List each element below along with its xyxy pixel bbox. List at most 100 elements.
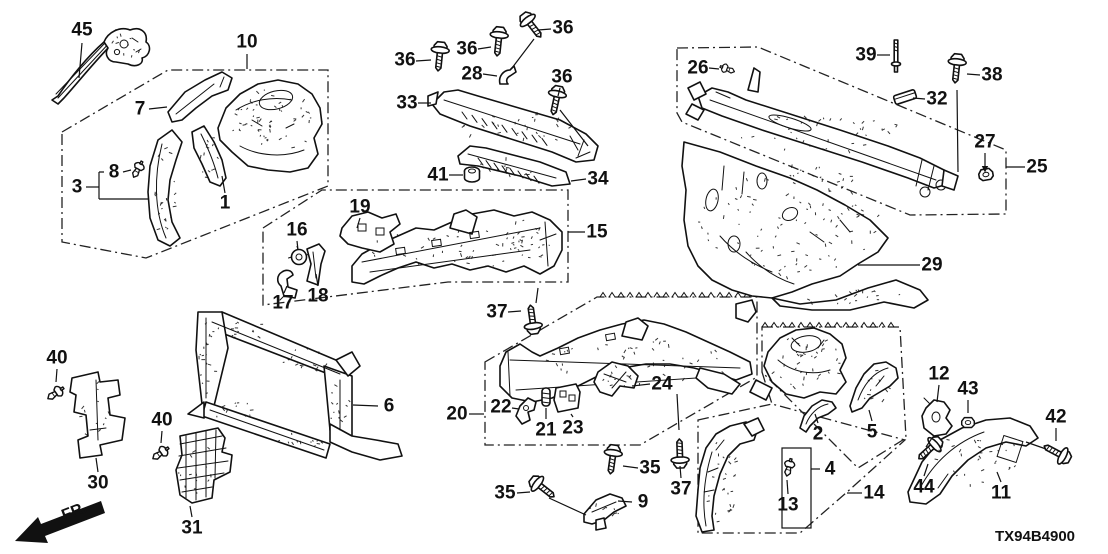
clip-40-icon [149,442,173,464]
part-28-hook-bracket [498,65,517,85]
callout-label-10: 10 [236,32,257,53]
box-cowl-top-assy [676,46,1007,216]
callout-label-14: 14 [863,483,885,504]
callout-29: 29 [858,255,943,276]
callout-label-35: 35 [639,458,661,479]
part-25-cowl-top-assy [685,67,959,198]
bolt-36-icon [487,25,510,58]
callout-label-36: 36 [456,39,477,60]
callout-19: 19 [349,197,371,229]
nut-41-icon [463,166,481,183]
bolt-38-icon [945,52,968,85]
part-6-front-bulkhead-center [187,311,403,461]
callout-37: 37 [486,302,522,323]
callout-40: 40 [46,348,68,383]
callout-20: 20 [446,404,484,425]
front-direction-arrow: FR. [15,499,105,543]
callout-26: 26 [687,58,720,79]
callout-38: 38 [966,65,1003,86]
callout-label-1: 1 [220,193,231,214]
callout-33: 33 [396,93,431,114]
part-5-upper-member [849,361,899,413]
callout-2: 2 [813,413,823,445]
callout-label-11: 11 [991,483,1012,504]
part-34-front-cowl-lower [457,145,571,187]
part-2-lower-member [799,399,837,433]
callout-label-30: 30 [87,473,108,494]
callout-7: 7 [135,99,168,120]
clip-32-icon [892,89,918,105]
callout-label-26: 26 [687,58,708,79]
part-18-plate [306,243,326,286]
callout-14: 14 [847,483,885,504]
callout-label-35: 35 [494,483,516,504]
callout-25: 25 [1006,157,1048,178]
callout-label-9: 9 [638,492,649,513]
part-23-bracket [553,383,581,413]
callout-16: 16 [286,220,308,251]
callout-label-5: 5 [867,422,878,443]
part-7-upper-rail [167,71,233,123]
bolt-42-icon [1039,437,1075,469]
callout-17: 17 [272,285,294,314]
callout-label-22: 22 [490,397,511,418]
part-24-jack-stiffener [593,361,639,397]
bolt-35-icon [600,443,625,476]
callout-label-37: 37 [670,479,691,500]
callout-32: 32 [912,89,948,110]
part-15-front-side-frame-right [276,209,563,301]
callout-label-13: 13 [777,495,798,516]
callout-12: 12 [928,364,950,403]
callout-label-37: 37 [486,302,507,323]
callout-label-42: 42 [1045,407,1066,428]
callout-21: 21 [535,408,557,441]
callout-label-36: 36 [394,50,415,71]
bolt-36-icon [428,40,451,73]
callout-39: 39 [855,45,890,66]
callout-37: 37 [670,465,692,500]
callout-label-27: 27 [974,132,995,153]
outer-arch [147,129,183,247]
callout-label-15: 15 [586,222,608,243]
part-21-spring [541,387,551,407]
clip-40-icon [44,382,68,404]
callout-label-16: 16 [286,220,307,241]
callout-label-33: 33 [396,93,417,114]
part-33-front-cowl-top [427,89,599,163]
callout-label-38: 38 [981,65,1002,86]
callout-42: 42 [1045,407,1067,441]
callout-27: 27 [974,132,996,173]
callout-43: 43 [957,379,979,413]
part-12-front-wheelhouse-right-sub-assy [749,327,899,433]
callout-label-45: 45 [71,20,93,41]
assembly-boxes [61,46,1007,534]
callout-5: 5 [867,409,878,443]
callout-31: 31 [181,505,203,539]
callout-label-4: 4 [825,459,836,480]
callout-label-36: 36 [551,67,572,88]
clip-26-icon [718,61,737,77]
callout-15: 15 [568,222,608,243]
callout-11: 11 [991,471,1012,504]
callout-13: 13 [777,479,799,516]
callout-4: 4 [811,459,836,480]
part-11-gusset [907,417,1039,505]
callout-label-25: 25 [1026,157,1048,178]
clip-13-icon [781,456,797,478]
callout-label-28: 28 [461,64,482,85]
callout-8: 8 [109,162,132,183]
part-17-bracket [276,269,298,299]
callout-45: 45 [71,20,93,79]
texture-speckles [79,33,1016,523]
diagram-code: TX94B4900 [995,528,1075,545]
box-front-side-frame-right [262,189,569,306]
callout-label-12: 12 [928,364,949,385]
callout-label-20: 20 [446,404,467,425]
box-part-4 [781,447,812,529]
callout-36: 36 [551,67,573,97]
callout-label-18: 18 [307,286,328,307]
fasteners [44,7,1075,505]
callout-18: 18 [307,273,329,307]
